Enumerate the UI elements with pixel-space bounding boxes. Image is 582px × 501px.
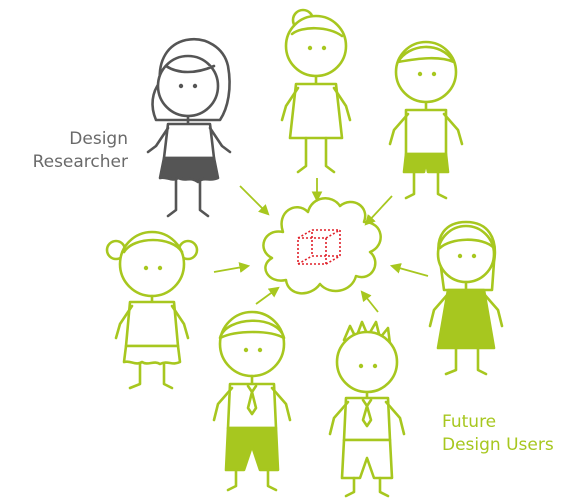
design-researcher-figure (146, 37, 232, 218)
future-design-users-label-line2: Design Users (442, 435, 554, 455)
arrow-from-user-bottom-left (255, 286, 280, 305)
design-user-figure (388, 40, 464, 200)
design-user-figure (428, 220, 504, 376)
arrow-from-user-top-right (364, 195, 393, 226)
design-researcher-label-line2: Researcher (32, 152, 128, 172)
arrow-from-user-left (213, 262, 251, 273)
future-design-users-label: Future Design Users (442, 411, 554, 457)
design-user-figure (328, 320, 406, 498)
future-design-users-label-line1: Future (442, 412, 497, 432)
arrow-from-user-bottom-right (360, 290, 379, 313)
arrow-from-user-right (389, 263, 429, 277)
design-user-figure (212, 310, 292, 492)
idea-cloud-icon (262, 197, 382, 295)
design-researcher-label-line1: Design (69, 129, 128, 149)
wireframe-cube-icon (297, 229, 341, 265)
design-user-figure (280, 8, 352, 174)
arrow-from-researcher (239, 185, 270, 216)
design-user-figure (105, 230, 199, 390)
arrows (213, 178, 429, 313)
design-researcher-label: Design Researcher (28, 128, 128, 174)
